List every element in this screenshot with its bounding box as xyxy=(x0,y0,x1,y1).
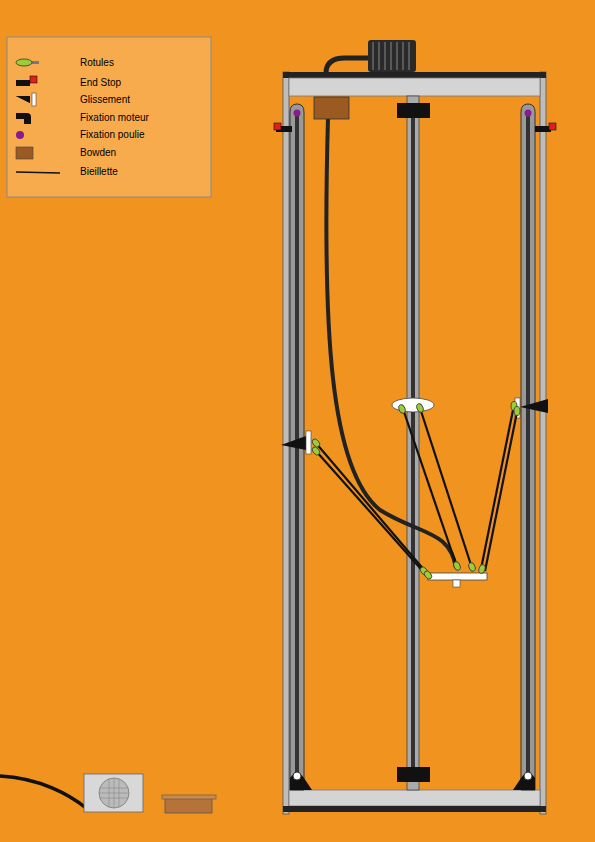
rotule-symbol xyxy=(16,59,39,66)
legend-text: Glissement xyxy=(80,94,130,106)
endstop-symbol xyxy=(16,76,37,86)
legend-panel xyxy=(7,37,211,197)
pulley-mount-symbol xyxy=(16,131,24,139)
slider-symbol xyxy=(16,93,36,106)
endstops xyxy=(274,123,556,132)
legend-text: Bowden xyxy=(80,147,116,159)
effector xyxy=(428,573,487,587)
legend-text: Bieillette xyxy=(80,166,118,178)
motor-mount-symbol xyxy=(16,113,31,124)
frame xyxy=(283,72,546,814)
legend-text: Rotules xyxy=(80,57,114,69)
power-supply-parts xyxy=(0,774,216,813)
rod-symbol xyxy=(16,172,60,173)
legend-text: End Stop xyxy=(80,77,121,89)
legend-box xyxy=(7,37,211,197)
legend-text: Fixation moteur xyxy=(80,112,149,124)
legend-text: Fixation poulie xyxy=(80,129,144,141)
filament-spool xyxy=(326,40,416,73)
right-tower xyxy=(513,104,535,790)
rods xyxy=(315,405,517,577)
bowden-symbol xyxy=(16,147,33,159)
ball-joints xyxy=(311,402,520,581)
bowden xyxy=(314,97,456,568)
